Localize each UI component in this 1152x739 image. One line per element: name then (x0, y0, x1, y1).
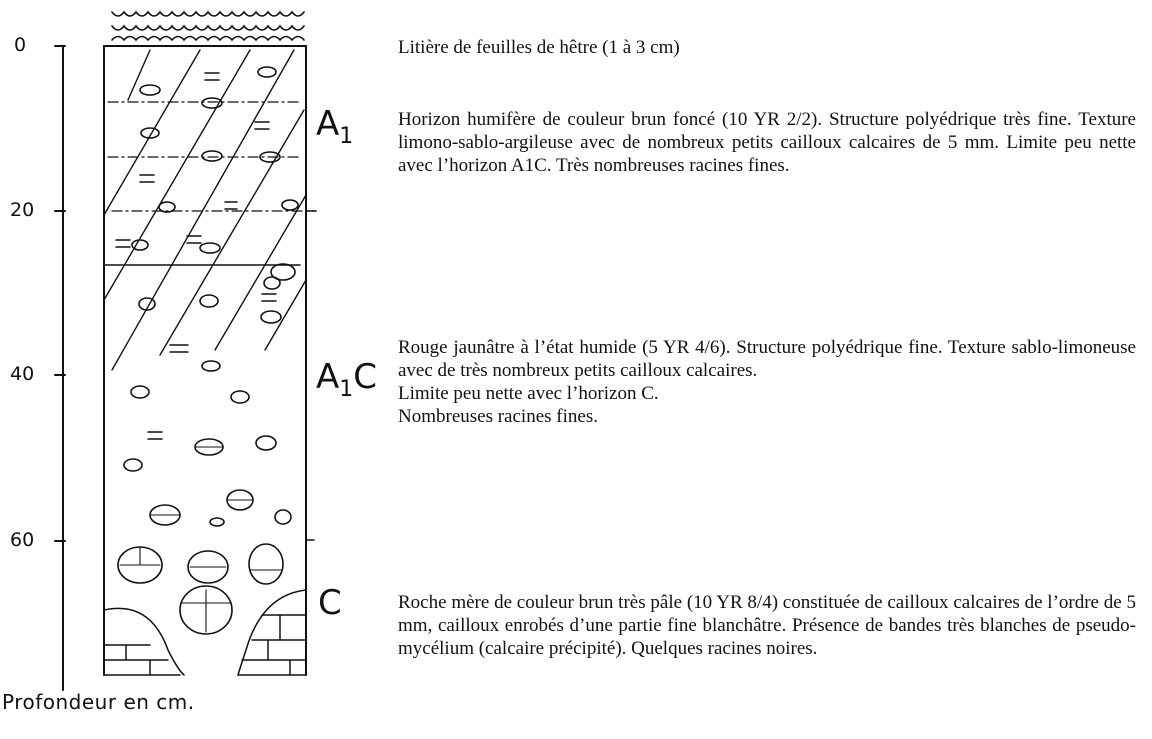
description-a1-text: Horizon humifère de couleur brun foncé (… (398, 109, 1136, 176)
dash-dot-bands (107, 101, 317, 212)
stones (117, 66, 299, 635)
diagonal-hatching (103, 49, 307, 371)
limestone-bedrock (103, 589, 307, 676)
horizon-ticks (305, 210, 317, 541)
description-c-text: Roche mère de couleur brun très pâle (10… (398, 592, 1136, 659)
horizon-label-a1c: A1C (316, 357, 378, 402)
depth-tick-label-20: 20 (10, 199, 35, 221)
depth-tick-label-40: 40 (10, 363, 35, 385)
horizon-label-c: C (318, 583, 342, 623)
description-a1c: Rouge jaunâtre à l’état humide (5 YR 4/6… (398, 336, 1136, 428)
horizon-label-a1: A1 (316, 104, 354, 149)
description-litter: Litière de feuilles de hêtre (1 à 3 cm) (398, 36, 1136, 59)
depth-axis-label: Profondeur en cm. (2, 690, 195, 714)
depth-tick-label-60: 60 (10, 529, 35, 551)
description-a1: Horizon humifère de couleur brun foncé (… (398, 108, 1136, 177)
depth-tick-label-0: 0 (14, 34, 27, 56)
litter-layer (111, 10, 305, 42)
description-c: Roche mère de couleur brun très pâle (10… (398, 591, 1136, 660)
profile-column (103, 45, 307, 676)
depth-axis (54, 45, 66, 691)
description-a1c-text-2: Limite peu nette avec l’horizon C. (398, 383, 659, 404)
equals-marks (115, 72, 277, 440)
stone-cracks (119, 446, 283, 633)
description-a1c-text-3: Nombreuses racines fines. (398, 406, 598, 427)
description-a1c-text-1: Rouge jaunâtre à l’état humide (5 YR 4/6… (398, 337, 1136, 381)
description-litter-text: Litière de feuilles de hêtre (1 à 3 cm) (398, 37, 680, 58)
